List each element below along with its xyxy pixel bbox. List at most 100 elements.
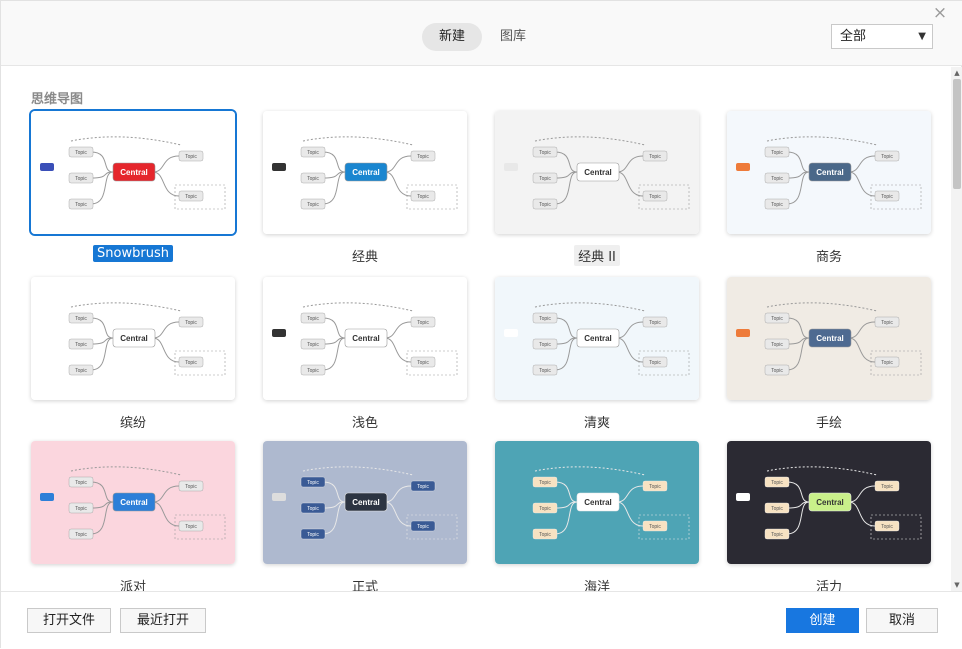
template-name: 手绘 <box>815 416 842 431</box>
svg-text:Topic: Topic <box>539 202 551 208</box>
open-file-button[interactable]: 打开文件 <box>27 608 111 633</box>
svg-text:Topic: Topic <box>649 484 661 490</box>
svg-text:Topic: Topic <box>539 480 551 486</box>
svg-text:Topic: Topic <box>307 368 319 374</box>
svg-text:Topic: Topic <box>307 316 319 322</box>
svg-text:Central: Central <box>584 168 612 177</box>
template-label-8[interactable]: 手绘 <box>727 411 931 432</box>
template-name: Snowbrush <box>93 245 173 262</box>
template-name: 缤纷 <box>119 416 146 431</box>
svg-text:Central: Central <box>352 498 380 507</box>
svg-text:Topic: Topic <box>75 368 87 374</box>
svg-text:Topic: Topic <box>185 524 197 530</box>
svg-text:Topic: Topic <box>307 342 319 348</box>
svg-text:Topic: Topic <box>771 342 783 348</box>
svg-text:Topic: Topic <box>881 524 893 530</box>
template-label-2[interactable]: 经典 <box>263 245 467 266</box>
filter-selected-value: 全部 <box>840 29 867 44</box>
template-label-3[interactable]: 经典 II <box>495 245 699 266</box>
scroll-down-icon[interactable]: ▼ <box>954 581 960 589</box>
template-name: 活力 <box>815 580 842 591</box>
svg-text:Topic: Topic <box>185 194 197 200</box>
svg-text:Topic: Topic <box>75 506 87 512</box>
svg-text:Topic: Topic <box>75 316 87 322</box>
svg-text:Topic: Topic <box>185 154 197 160</box>
chevron-down-icon: ▼ <box>918 31 926 42</box>
svg-text:Topic: Topic <box>881 320 893 326</box>
svg-text:Topic: Topic <box>649 320 661 326</box>
tab-gallery[interactable]: 图库 <box>499 29 526 44</box>
svg-text:Topic: Topic <box>881 154 893 160</box>
create-button[interactable]: 创建 <box>786 608 859 633</box>
template-label-12[interactable]: 活力 <box>727 575 931 591</box>
template-name: 清爽 <box>583 416 610 431</box>
template-label-6[interactable]: 浅色 <box>263 411 467 432</box>
svg-text:Topic: Topic <box>75 202 87 208</box>
svg-text:Topic: Topic <box>539 342 551 348</box>
svg-text:Central: Central <box>352 334 380 343</box>
svg-text:Topic: Topic <box>307 150 319 156</box>
svg-text:Topic: Topic <box>771 480 783 486</box>
dialog-footer: 打开文件 最近打开 创建 取消 <box>1 591 962 649</box>
svg-text:Topic: Topic <box>417 194 429 200</box>
svg-text:Topic: Topic <box>649 194 661 200</box>
section-title: 思维导图 <box>31 92 84 107</box>
svg-text:Topic: Topic <box>649 524 661 530</box>
vertical-scrollbar[interactable]: ▲ ▼ <box>951 67 962 591</box>
svg-text:Topic: Topic <box>771 368 783 374</box>
svg-text:Topic: Topic <box>307 480 319 486</box>
svg-text:Central: Central <box>816 498 844 507</box>
svg-text:Topic: Topic <box>649 154 661 160</box>
svg-text:Topic: Topic <box>185 360 197 366</box>
svg-text:Topic: Topic <box>771 150 783 156</box>
svg-text:Topic: Topic <box>539 368 551 374</box>
template-label-9[interactable]: 派对 <box>31 575 235 591</box>
template-name: 经典 II <box>574 245 620 266</box>
category-filter-select[interactable]: 全部 ▼ <box>831 24 933 49</box>
svg-text:Topic: Topic <box>75 176 87 182</box>
svg-text:Topic: Topic <box>307 176 319 182</box>
svg-text:Topic: Topic <box>771 202 783 208</box>
svg-text:Topic: Topic <box>539 316 551 322</box>
recent-files-button[interactable]: 最近打开 <box>120 608 206 633</box>
scroll-thumb[interactable] <box>953 79 961 189</box>
close-icon[interactable]: × <box>932 3 948 23</box>
template-label-7[interactable]: 清爽 <box>495 411 699 432</box>
dialog-header: 新建 图库 × 全部 ▼ <box>1 1 962 66</box>
template-name: 商务 <box>815 250 842 265</box>
svg-text:Topic: Topic <box>417 524 429 530</box>
template-name: 浅色 <box>351 416 378 431</box>
svg-text:Topic: Topic <box>75 342 87 348</box>
svg-text:Topic: Topic <box>417 154 429 160</box>
template-label-1[interactable]: Snowbrush <box>31 245 235 262</box>
scroll-up-icon[interactable]: ▲ <box>954 69 960 77</box>
template-label-5[interactable]: 缤纷 <box>31 411 235 432</box>
template-label-10[interactable]: 正式 <box>263 575 467 591</box>
svg-text:Topic: Topic <box>75 532 87 538</box>
svg-text:Topic: Topic <box>539 150 551 156</box>
template-label-11[interactable]: 海洋 <box>495 575 699 591</box>
svg-text:Topic: Topic <box>185 320 197 326</box>
svg-text:Topic: Topic <box>307 532 319 538</box>
template-label-4[interactable]: 商务 <box>727 245 931 266</box>
tab-new[interactable]: 新建 <box>422 23 482 51</box>
svg-text:Topic: Topic <box>539 176 551 182</box>
svg-text:Topic: Topic <box>771 316 783 322</box>
svg-text:Topic: Topic <box>185 484 197 490</box>
svg-text:Topic: Topic <box>881 484 893 490</box>
svg-text:Topic: Topic <box>771 532 783 538</box>
cancel-button[interactable]: 取消 <box>866 608 938 633</box>
